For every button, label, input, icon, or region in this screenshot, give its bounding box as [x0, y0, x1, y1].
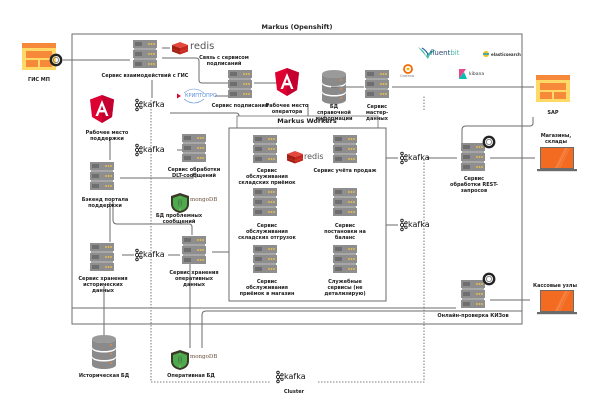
- fluent-text: fluent: [430, 49, 451, 57]
- worker-receipts-label: Сервис обслуживания складских приёмок: [238, 168, 296, 186]
- kafka-logo-text-2: kafka: [143, 145, 165, 154]
- historical-db-icon: [92, 335, 116, 369]
- kafka-icon-1: [134, 98, 143, 112]
- signature-server-icon: [228, 70, 252, 98]
- master-data-server-icon: [365, 70, 389, 98]
- signature-link-label: Связь с сервисом подписаний: [199, 55, 249, 67]
- workers-container-title: Markus Workers: [277, 117, 337, 125]
- stores-laptop-icon: [537, 147, 577, 172]
- kafka-icon-2: [134, 143, 143, 157]
- kafka-icon-4: [399, 151, 408, 165]
- gis-mp-app-icon: [22, 43, 63, 70]
- cash-registers-laptop-icon: [537, 290, 577, 315]
- mongodb-logo-text-1: mongoDB: [190, 197, 218, 203]
- kiz-server-icon: [461, 272, 496, 308]
- kafka-cluster-label: Cluster: [283, 389, 305, 395]
- kafka-cluster-icon: [275, 370, 284, 384]
- kafka-icon-5: [399, 218, 408, 232]
- rest-processing-label: Сервис обработки REST-запросов: [450, 176, 498, 194]
- kiz-online-check-label: Онлайн-проверка КИЗов: [437, 313, 509, 319]
- gis-interaction-server-icon: [133, 40, 157, 68]
- grafana-logo-icon: [403, 64, 413, 74]
- worker-shipments-label: Сервис обслуживания складских отгрузок: [238, 223, 296, 241]
- openshift-frame: [71, 33, 523, 325]
- operator-workplace-label: Рабочее место оператора: [265, 103, 309, 115]
- cryptopro-logo-icon: [177, 88, 205, 104]
- worker-receipts-server-icon: [253, 135, 277, 163]
- cash-registers-label: Кассовые узлы: [533, 283, 577, 289]
- worker-store-receipts-label: Сервис обслуживания приёмок в магазин: [239, 279, 295, 297]
- kibana-logo-icon: [459, 69, 467, 79]
- worker-utility-label: Служебные сервисы (не детализирую): [324, 279, 366, 297]
- sap-app-icon: [536, 75, 570, 102]
- elasticsearch-logo-icon: [483, 51, 489, 57]
- operational-storage-server-icon: [182, 236, 206, 264]
- elasticsearch-logo-text: elasticsearch: [491, 51, 521, 57]
- stores-label: Магазины, склады: [540, 133, 572, 145]
- fluentbit-logo-text: fluentbit: [430, 49, 459, 57]
- gis-interaction-label: Сервис взаимодействий с ГИС: [101, 73, 189, 79]
- operational-storage-label: Сервис хранения оперативных данных: [169, 270, 219, 288]
- rest-server-icon: [461, 135, 496, 171]
- reference-db-label: БД справочной информации: [315, 104, 353, 122]
- support-backend-server-icon: [90, 162, 114, 190]
- worker-shipments-server-icon: [253, 188, 277, 216]
- sap-label: SAP: [547, 110, 559, 116]
- gis-mp-label: ГИС МП: [28, 77, 50, 83]
- master-data-label: Сервис мастер-данных: [365, 104, 389, 122]
- worker-store-receipts-server-icon: [253, 245, 277, 273]
- problem-messages-mongo-icon: [170, 192, 190, 214]
- support-workplace-label: Рабочее место поддержки: [85, 130, 129, 142]
- gis-redis-icon: [172, 42, 188, 55]
- worker-redis-logo-text: redis: [304, 152, 324, 161]
- historical-storage-server-icon: [90, 243, 114, 271]
- historical-storage-label: Сервис хранения исторических данных: [78, 276, 128, 294]
- support-angular-icon: [90, 95, 114, 123]
- kafka-cluster-logo-text: kafka: [284, 372, 306, 381]
- problem-messages-db-label: БД проблемных сообщений: [155, 213, 203, 225]
- kafka-logo-text-1: kafka: [143, 100, 165, 109]
- worker-utility-server-icon: [333, 245, 357, 273]
- historical-db-label: Историческая БД: [78, 373, 130, 379]
- grafana-logo-text: Grafana: [400, 74, 415, 78]
- operational-db-mongo-icon: [170, 349, 190, 371]
- support-backend-label: Бэкенд портала поддержки: [81, 197, 129, 209]
- bit-text: bit: [450, 49, 460, 57]
- worker-redis-icon: [287, 151, 303, 164]
- operator-angular-icon: [275, 68, 299, 96]
- dlt-server-icon: [182, 134, 206, 162]
- kafka-icon-3: [134, 248, 143, 262]
- cryptopro-logo-text: КРИПТОПРО: [185, 92, 217, 99]
- kibana-logo-text: kibana: [469, 72, 485, 77]
- worker-balance-server-icon: [333, 188, 357, 216]
- fluentbit-logo-icon: [418, 47, 436, 59]
- worker-sales-label: Сервис учёта продаж: [313, 168, 377, 174]
- signature-service-label: Сервис подписаний: [211, 103, 269, 109]
- kafka-logo-text-4: kafka: [408, 153, 430, 162]
- operational-db-label: Оперативная БД: [167, 373, 215, 379]
- worker-sales-server-icon: [333, 135, 357, 163]
- kafka-logo-text-5: kafka: [408, 220, 430, 229]
- mongodb-logo-text-2: mongoDB: [190, 354, 218, 360]
- redis-logo-text: redis: [190, 41, 215, 52]
- worker-balance-label: Сервис постановки на баланс: [324, 223, 366, 241]
- kafka-logo-text-3: kafka: [143, 250, 165, 259]
- dlt-processing-label: Сервис обработки DLT-сообщений: [167, 167, 221, 179]
- kafka-cluster-boundary: [150, 96, 425, 383]
- openshift-container-title: Markus (Openshift): [261, 23, 333, 31]
